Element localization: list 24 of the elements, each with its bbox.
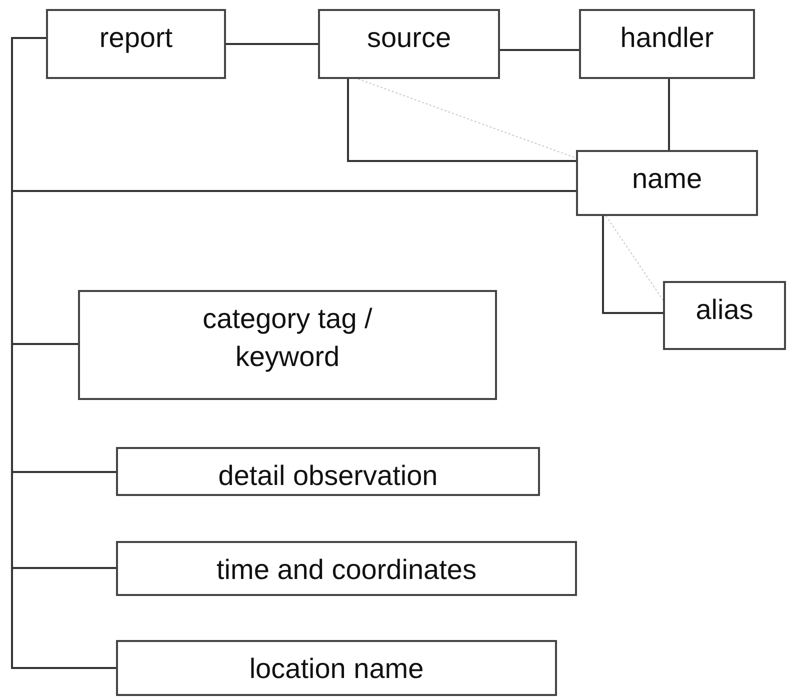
entity-label: handler: [620, 21, 714, 55]
entity-box: [579, 9, 755, 79]
entity-label: time and coordinates: [216, 553, 476, 587]
entity-box: [116, 541, 577, 596]
entity-box: [78, 290, 497, 400]
entity-label: source: [366, 21, 452, 55]
entity-box: [116, 447, 540, 496]
connector-line: [500, 49, 579, 51]
entity-label: alias: [696, 293, 754, 327]
entity-label: report: [99, 21, 173, 55]
entity-label: detail observation: [218, 459, 438, 493]
entity-label: name: [632, 162, 702, 196]
entity-box: [576, 150, 758, 216]
entity-label: category tag / keyword: [202, 302, 374, 374]
dotted-connector: [606, 216, 664, 300]
connector-line: [11, 37, 116, 669]
entity-box: [318, 9, 500, 79]
connector-line: [226, 43, 318, 45]
entity-box: [663, 281, 786, 350]
entity-box: [116, 640, 557, 696]
connector-line: [602, 216, 663, 314]
connector-line: [668, 79, 670, 150]
entity-label: location name: [249, 652, 424, 686]
entity-box: [46, 9, 226, 79]
